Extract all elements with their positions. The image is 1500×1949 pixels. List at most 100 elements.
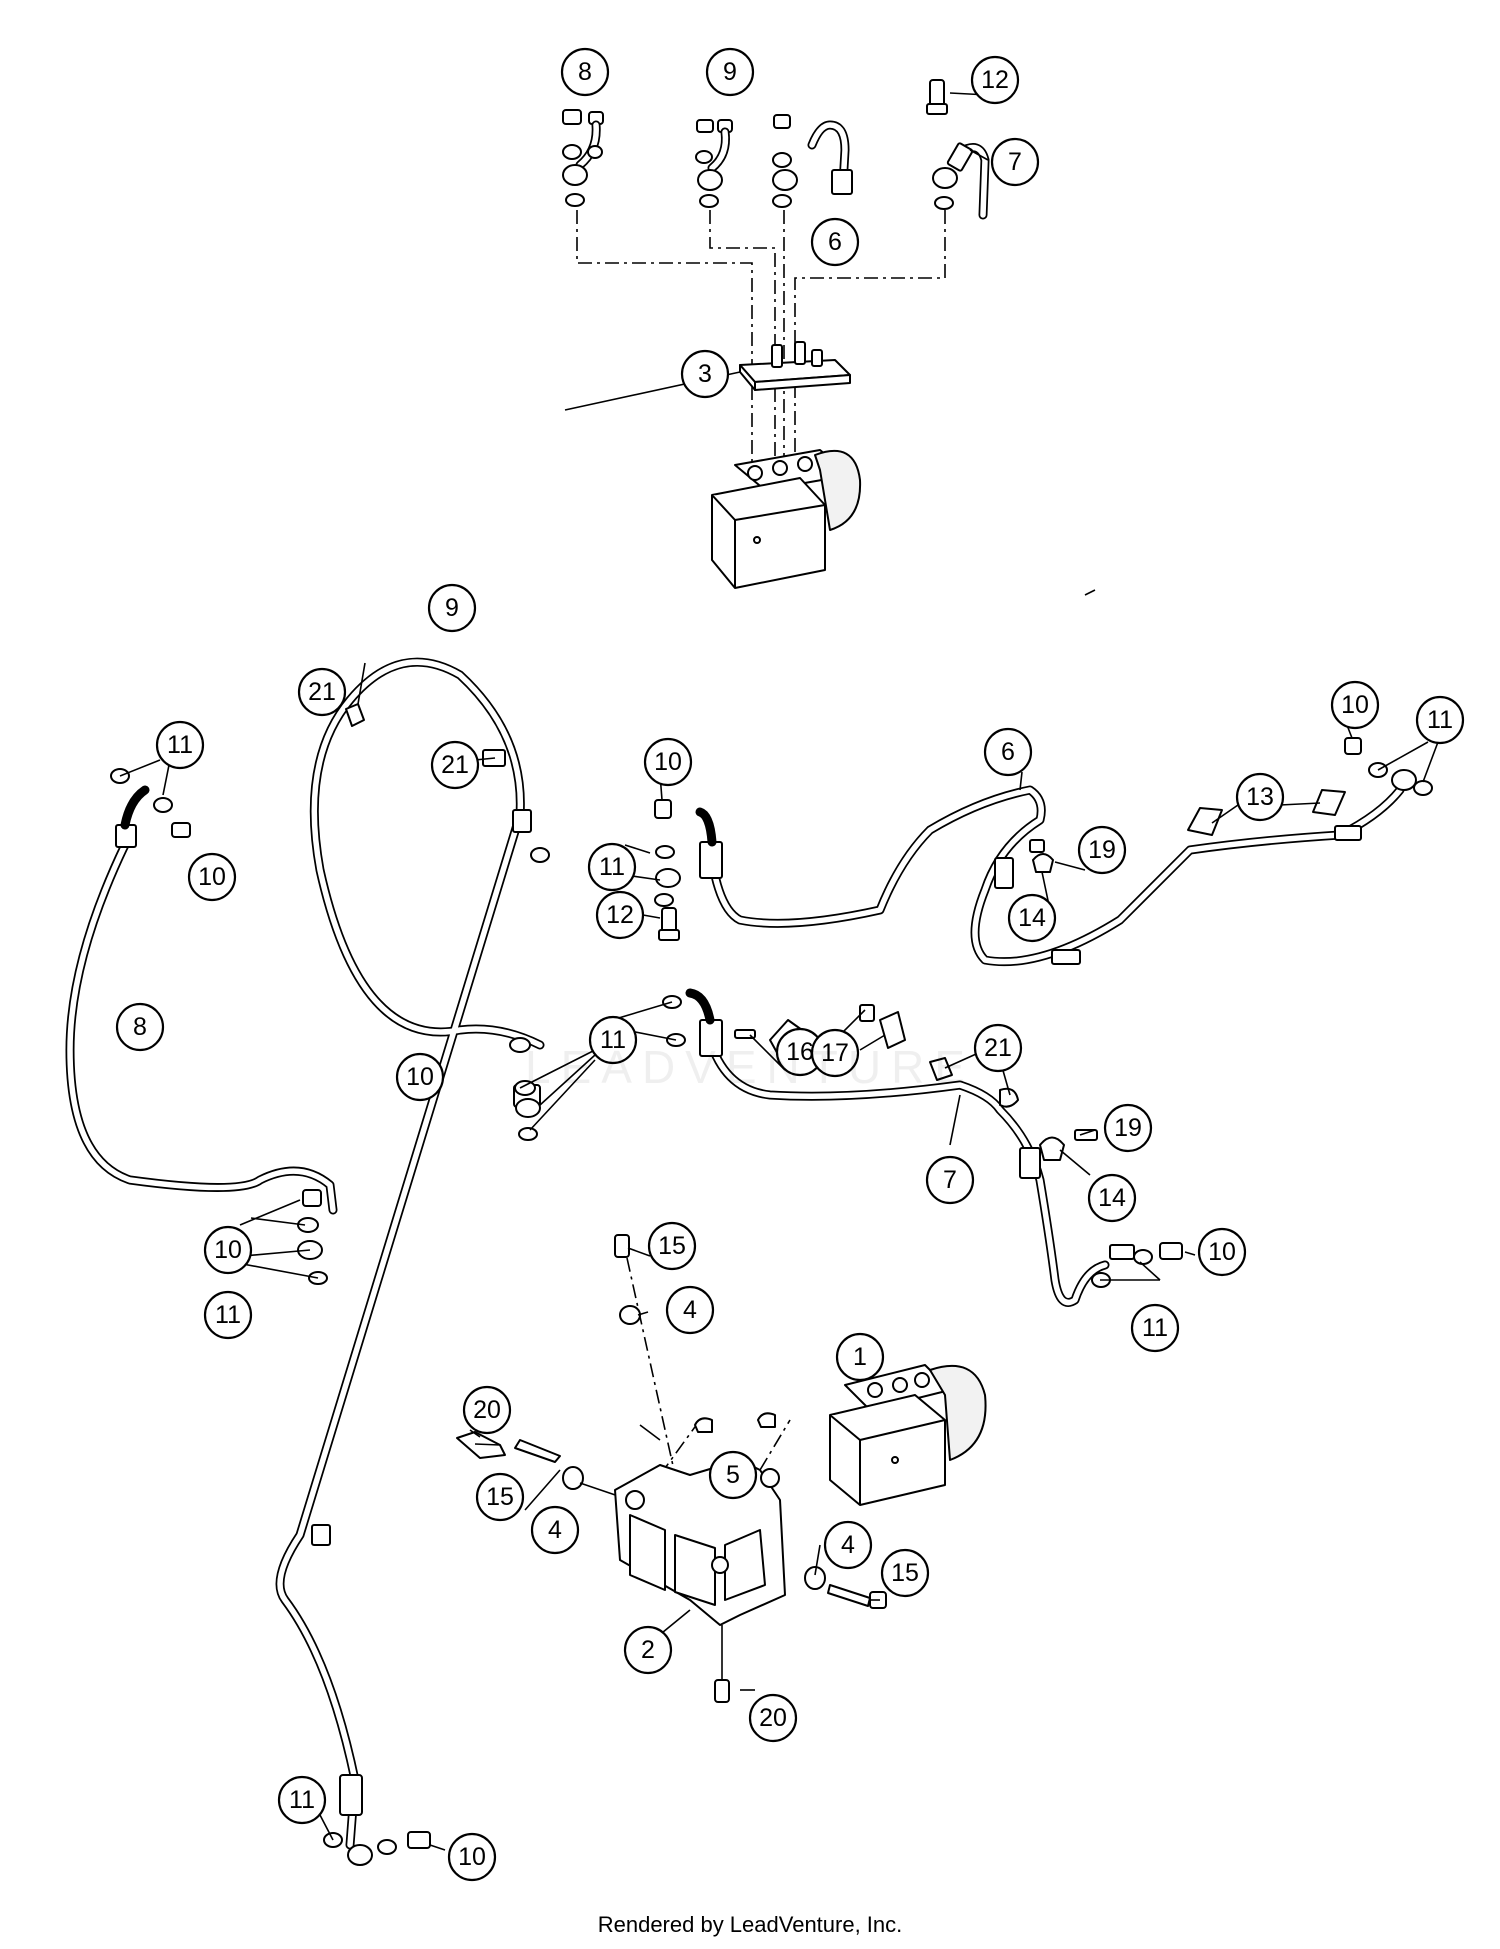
callout-20-b: 20: [748, 1693, 798, 1743]
callout-label: 20: [473, 1396, 501, 1424]
callout-label: 13: [1246, 783, 1274, 811]
callout-label: 5: [726, 1461, 740, 1489]
callout-7: 7: [925, 1155, 975, 1205]
callout-6: 6: [983, 727, 1033, 777]
callout-15-c: 15: [880, 1548, 930, 1598]
callout-label: 9: [723, 58, 737, 86]
callout-label: 21: [308, 678, 336, 706]
callout-9: 9: [427, 583, 477, 633]
callout-label: 10: [654, 748, 682, 776]
callout-label: 10: [406, 1063, 434, 1091]
callout-label: 20: [759, 1704, 787, 1732]
watermark: LEADVENTURE: [525, 1041, 975, 1093]
callout-label: 15: [486, 1483, 514, 1511]
callout-label: 1: [853, 1343, 867, 1371]
callout-label: 19: [1088, 836, 1116, 864]
callout-8-top: 8: [560, 47, 610, 97]
callout-label: 2: [641, 1636, 655, 1664]
callout-11-c: 11: [587, 842, 637, 892]
callout-11-g: 11: [277, 1775, 327, 1825]
callout-21-c: 21: [973, 1023, 1023, 1073]
callout-10-e: 10: [395, 1052, 445, 1102]
callout-1: 1: [835, 1332, 885, 1382]
callout-14-a: 14: [1007, 893, 1057, 943]
callout-label: 16: [786, 1038, 814, 1066]
callout-label: 10: [1208, 1238, 1236, 1266]
callout-label: 14: [1098, 1184, 1126, 1212]
callout-label: 10: [198, 863, 226, 891]
callout-4-a: 4: [665, 1285, 715, 1335]
callout-label: 7: [1008, 148, 1022, 176]
callout-20-a: 20: [462, 1385, 512, 1435]
callout-10-a: 10: [187, 852, 237, 902]
footer-credit: Rendered by LeadVenture, Inc.: [597, 1912, 903, 1937]
hose-6: [695, 785, 1405, 967]
callout-3: 3: [680, 349, 730, 399]
callout-5: 5: [708, 1450, 758, 1500]
callout-10-b: 10: [203, 1225, 253, 1275]
callout-label: 7: [943, 1166, 957, 1194]
bracket-assembly: [456, 1234, 887, 1703]
callout-label: 6: [1001, 738, 1015, 766]
fitting-stack-12-7: [926, 79, 990, 220]
callout-label: 8: [133, 1013, 147, 1041]
callout-10-g: 10: [447, 1832, 497, 1882]
fitting-stack-9: [695, 119, 733, 208]
callout-label: 8: [578, 58, 592, 86]
callout-label: 11: [1142, 1314, 1168, 1342]
ring-a: [530, 847, 550, 863]
callout-10-c: 10: [643, 737, 693, 787]
callout-4-b: 4: [530, 1505, 580, 1555]
leader-lines: [119, 92, 1439, 1851]
callout-12: 12: [595, 890, 645, 940]
callout-label: 14: [1018, 904, 1046, 932]
callout-label: 12: [981, 66, 1009, 94]
hose-8: [65, 785, 338, 1215]
fitting-stack-6: [772, 114, 853, 208]
callout-label: 10: [458, 1843, 486, 1871]
abs-module-1: [829, 1364, 987, 1506]
callout-9-top: 9: [705, 47, 755, 97]
callout-13: 13: [1235, 772, 1285, 822]
callout-12-top: 12: [970, 55, 1020, 105]
callout-21-b: 21: [430, 740, 480, 790]
callout-label: 4: [683, 1296, 697, 1324]
callout-17: 17: [810, 1028, 860, 1078]
callout-label: 11: [289, 1786, 315, 1814]
callout-label: 11: [600, 1026, 626, 1054]
callout-11-a: 11: [155, 720, 205, 770]
fitting-stack-8: [562, 109, 604, 207]
hardware: [110, 703, 1433, 1866]
callout-11-f: 11: [1130, 1303, 1180, 1353]
callout-label: 17: [821, 1039, 849, 1067]
callout-19-a: 19: [1077, 825, 1127, 875]
callout-16: 16: [775, 1027, 825, 1077]
callout-14-b: 14: [1087, 1173, 1137, 1223]
callout-label: 6: [828, 228, 842, 256]
callout-21-a: 21: [297, 667, 347, 717]
callout-19-b: 19: [1103, 1103, 1153, 1153]
callout-11-d: 11: [1415, 695, 1465, 745]
abs-module-inset: [711, 449, 862, 589]
callout-label: 21: [984, 1034, 1012, 1062]
callout-11-b: 11: [203, 1290, 253, 1340]
callout-label: 4: [841, 1531, 855, 1559]
callout-label: 12: [606, 901, 634, 929]
callout-label: 10: [1341, 691, 1369, 719]
callout-label: 3: [698, 360, 712, 388]
top-inset-fittings: [562, 79, 990, 589]
callout-7-top: 7: [990, 137, 1040, 187]
bracket-3: [739, 341, 851, 391]
callout-label: 10: [214, 1236, 242, 1264]
callout-label: 21: [441, 751, 469, 779]
callout-4-c: 4: [823, 1520, 873, 1570]
hose-7: [685, 988, 1110, 1307]
callout-label: 11: [215, 1301, 241, 1329]
callout-label: 11: [167, 731, 193, 759]
callout-label: 15: [658, 1232, 686, 1260]
callout-label: 9: [445, 594, 459, 622]
callout-15-b: 15: [475, 1472, 525, 1522]
callout-label: 15: [891, 1559, 919, 1587]
callout-label: 11: [599, 853, 625, 881]
